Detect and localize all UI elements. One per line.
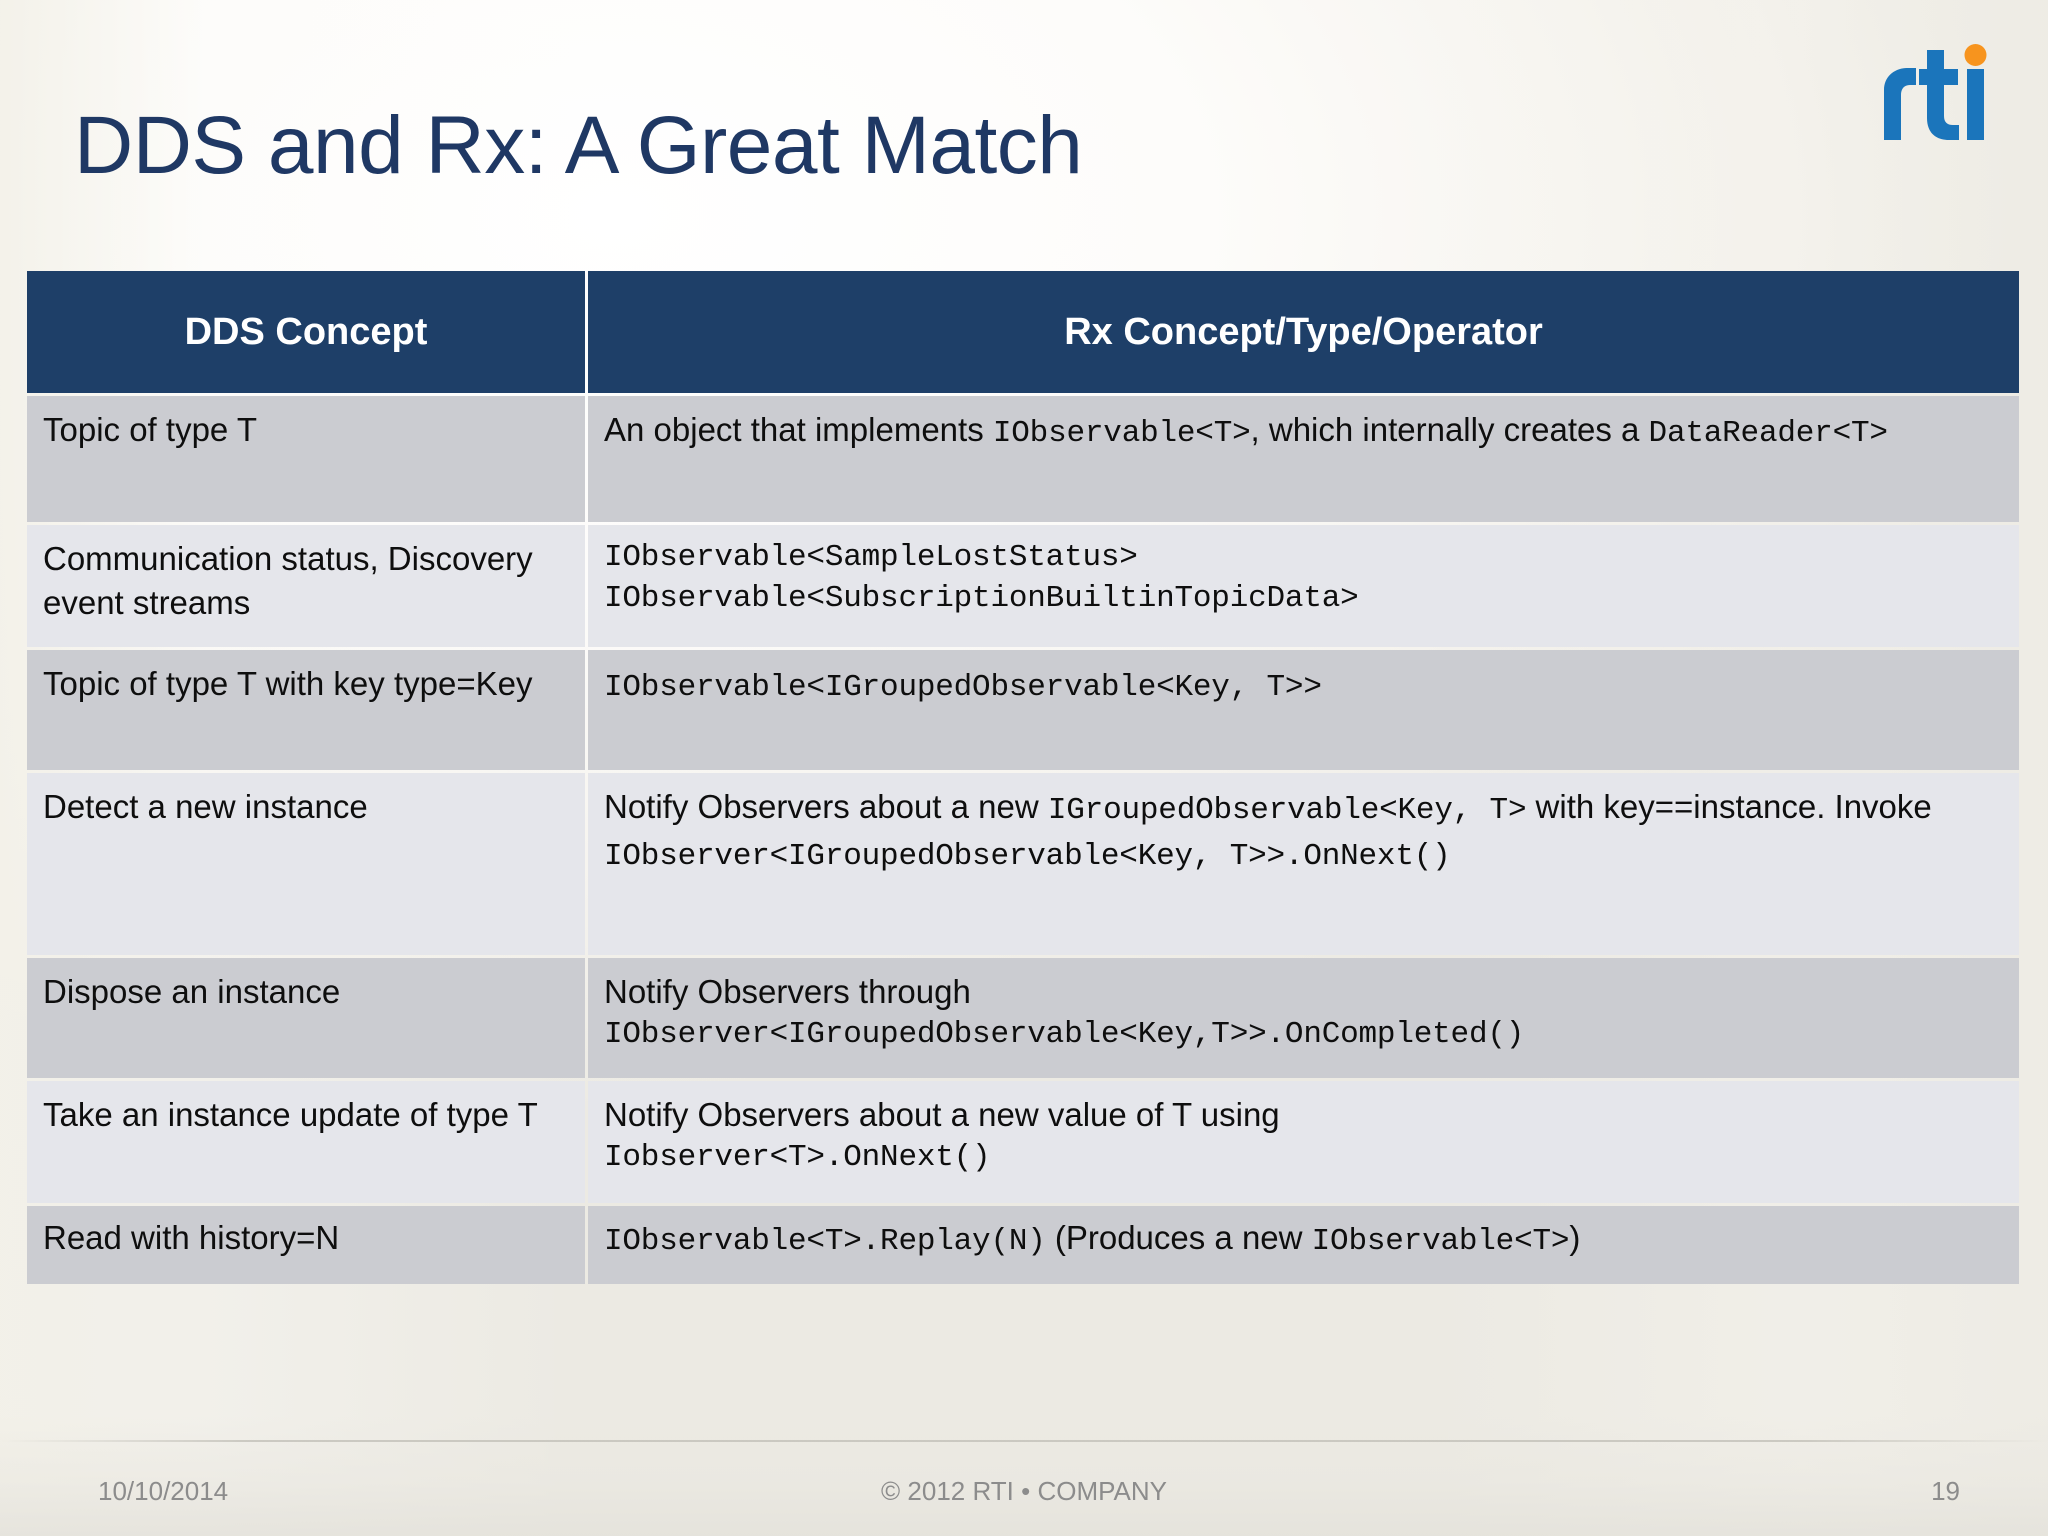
comparison-table: DDS Concept Rx Concept/Type/Operator Top…: [24, 268, 2022, 1287]
cell-rx-concept: Notify Observers about a new value of T …: [588, 1081, 2019, 1203]
cell-dds-concept: Detect a new instance: [27, 773, 585, 955]
footer-date: 10/10/2014: [98, 1476, 229, 1506]
table-row: Read with history=N IObservable<T>.Repla…: [27, 1206, 2019, 1284]
rx-code-segment: IObservable<T>: [992, 416, 1251, 451]
cell-dds-concept: Read with history=N: [27, 1206, 585, 1284]
cell-dds-concept: Communication status, Discovery event st…: [27, 525, 585, 647]
cell-dds-concept: Topic of type T: [27, 396, 585, 522]
footer-page-number: 19: [1931, 1476, 1960, 1506]
table-header-row: DDS Concept Rx Concept/Type/Operator: [27, 271, 2019, 393]
cell-rx-concept: Notify Observers about a new IGroupedObs…: [588, 773, 2019, 955]
table-row: Topic of type T An object that implement…: [27, 396, 2019, 522]
rx-code-segment: DataReader<T>: [1648, 416, 1888, 451]
rx-code-segment: IObservable<T>: [1311, 1224, 1570, 1259]
rx-code-segment: IObservable<T>.Replay(N): [604, 1224, 1046, 1259]
dds-rx-mapping-table: DDS Concept Rx Concept/Type/Operator Top…: [24, 268, 2022, 1287]
rx-text-segment: Notify Observers about a new: [604, 788, 1048, 825]
rx-text-segment: (Produces a new: [1045, 1219, 1312, 1256]
rx-code-segment: IObservable<IGroupedObservable<Key, T>>: [604, 670, 1322, 705]
table-row: Communication status, Discovery event st…: [27, 525, 2019, 647]
rx-text-segment: ): [1569, 1219, 1581, 1256]
column-header-rx-concept: Rx Concept/Type/Operator: [588, 271, 2019, 393]
rx-text-segment: Notify Observers about a new value of T …: [604, 1096, 1280, 1133]
cell-rx-concept: IObservable<SampleLostStatus> IObservabl…: [588, 525, 2019, 647]
rx-text-segment: , which internally creates a: [1250, 411, 1649, 448]
page-title: DDS and Rx: A Great Match: [74, 99, 1083, 191]
cell-rx-concept: IObservable<T>.Replay(N) (Produces a new…: [588, 1206, 2019, 1284]
rx-text-segment: with key==instance. Invoke: [1526, 788, 1932, 825]
rx-code-segment: IObserver<IGroupedObservable<Key,T>>.OnC…: [604, 1016, 1525, 1052]
table-header: DDS Concept Rx Concept/Type/Operator: [27, 271, 2019, 393]
cell-dds-concept: Topic of type T with key type=Key: [27, 650, 585, 770]
table-row: Dispose an instance Notify Observers thr…: [27, 958, 2019, 1078]
cell-dds-concept: Take an instance update of type T: [27, 1081, 585, 1203]
table-body: Topic of type T An object that implement…: [27, 396, 2019, 1284]
cell-rx-concept: Notify Observers through IObserver<IGrou…: [588, 958, 2019, 1078]
rx-text-segment: Notify Observers through: [604, 973, 971, 1010]
rx-code-segment: Iobserver<T>.OnNext(): [604, 1139, 991, 1175]
rx-code-segment: IObservable<SubscriptionBuiltinTopicData…: [604, 581, 1359, 617]
slide-footer: 10/10/2014 © 2012 RTI • COMPANY 19: [0, 1440, 2048, 1536]
footer-divider: [0, 1440, 2048, 1442]
rx-code-segment: IGroupedObservable<Key, T>: [1047, 793, 1527, 828]
cell-rx-concept: An object that implements IObservable<T>…: [588, 396, 2019, 522]
cell-dds-concept: Dispose an instance: [27, 958, 585, 1078]
column-header-dds-concept: DDS Concept: [27, 271, 585, 393]
rx-code-segment: IObserver<IGroupedObservable<Key, T>>.On…: [604, 839, 1451, 875]
table-row: Topic of type T with key type=Key IObser…: [27, 650, 2019, 770]
rti-logo: [1882, 44, 2000, 148]
table-row: Detect a new instance Notify Observers a…: [27, 773, 2019, 955]
rx-text-segment: An object that implements: [604, 411, 993, 448]
footer-copyright: © 2012 RTI • COMPANY: [881, 1476, 1167, 1506]
table-row: Take an instance update of type T Notify…: [27, 1081, 2019, 1203]
cell-rx-concept: IObservable<IGroupedObservable<Key, T>>: [588, 650, 2019, 770]
rx-code-segment: IObservable<SampleLostStatus>: [604, 540, 1138, 575]
